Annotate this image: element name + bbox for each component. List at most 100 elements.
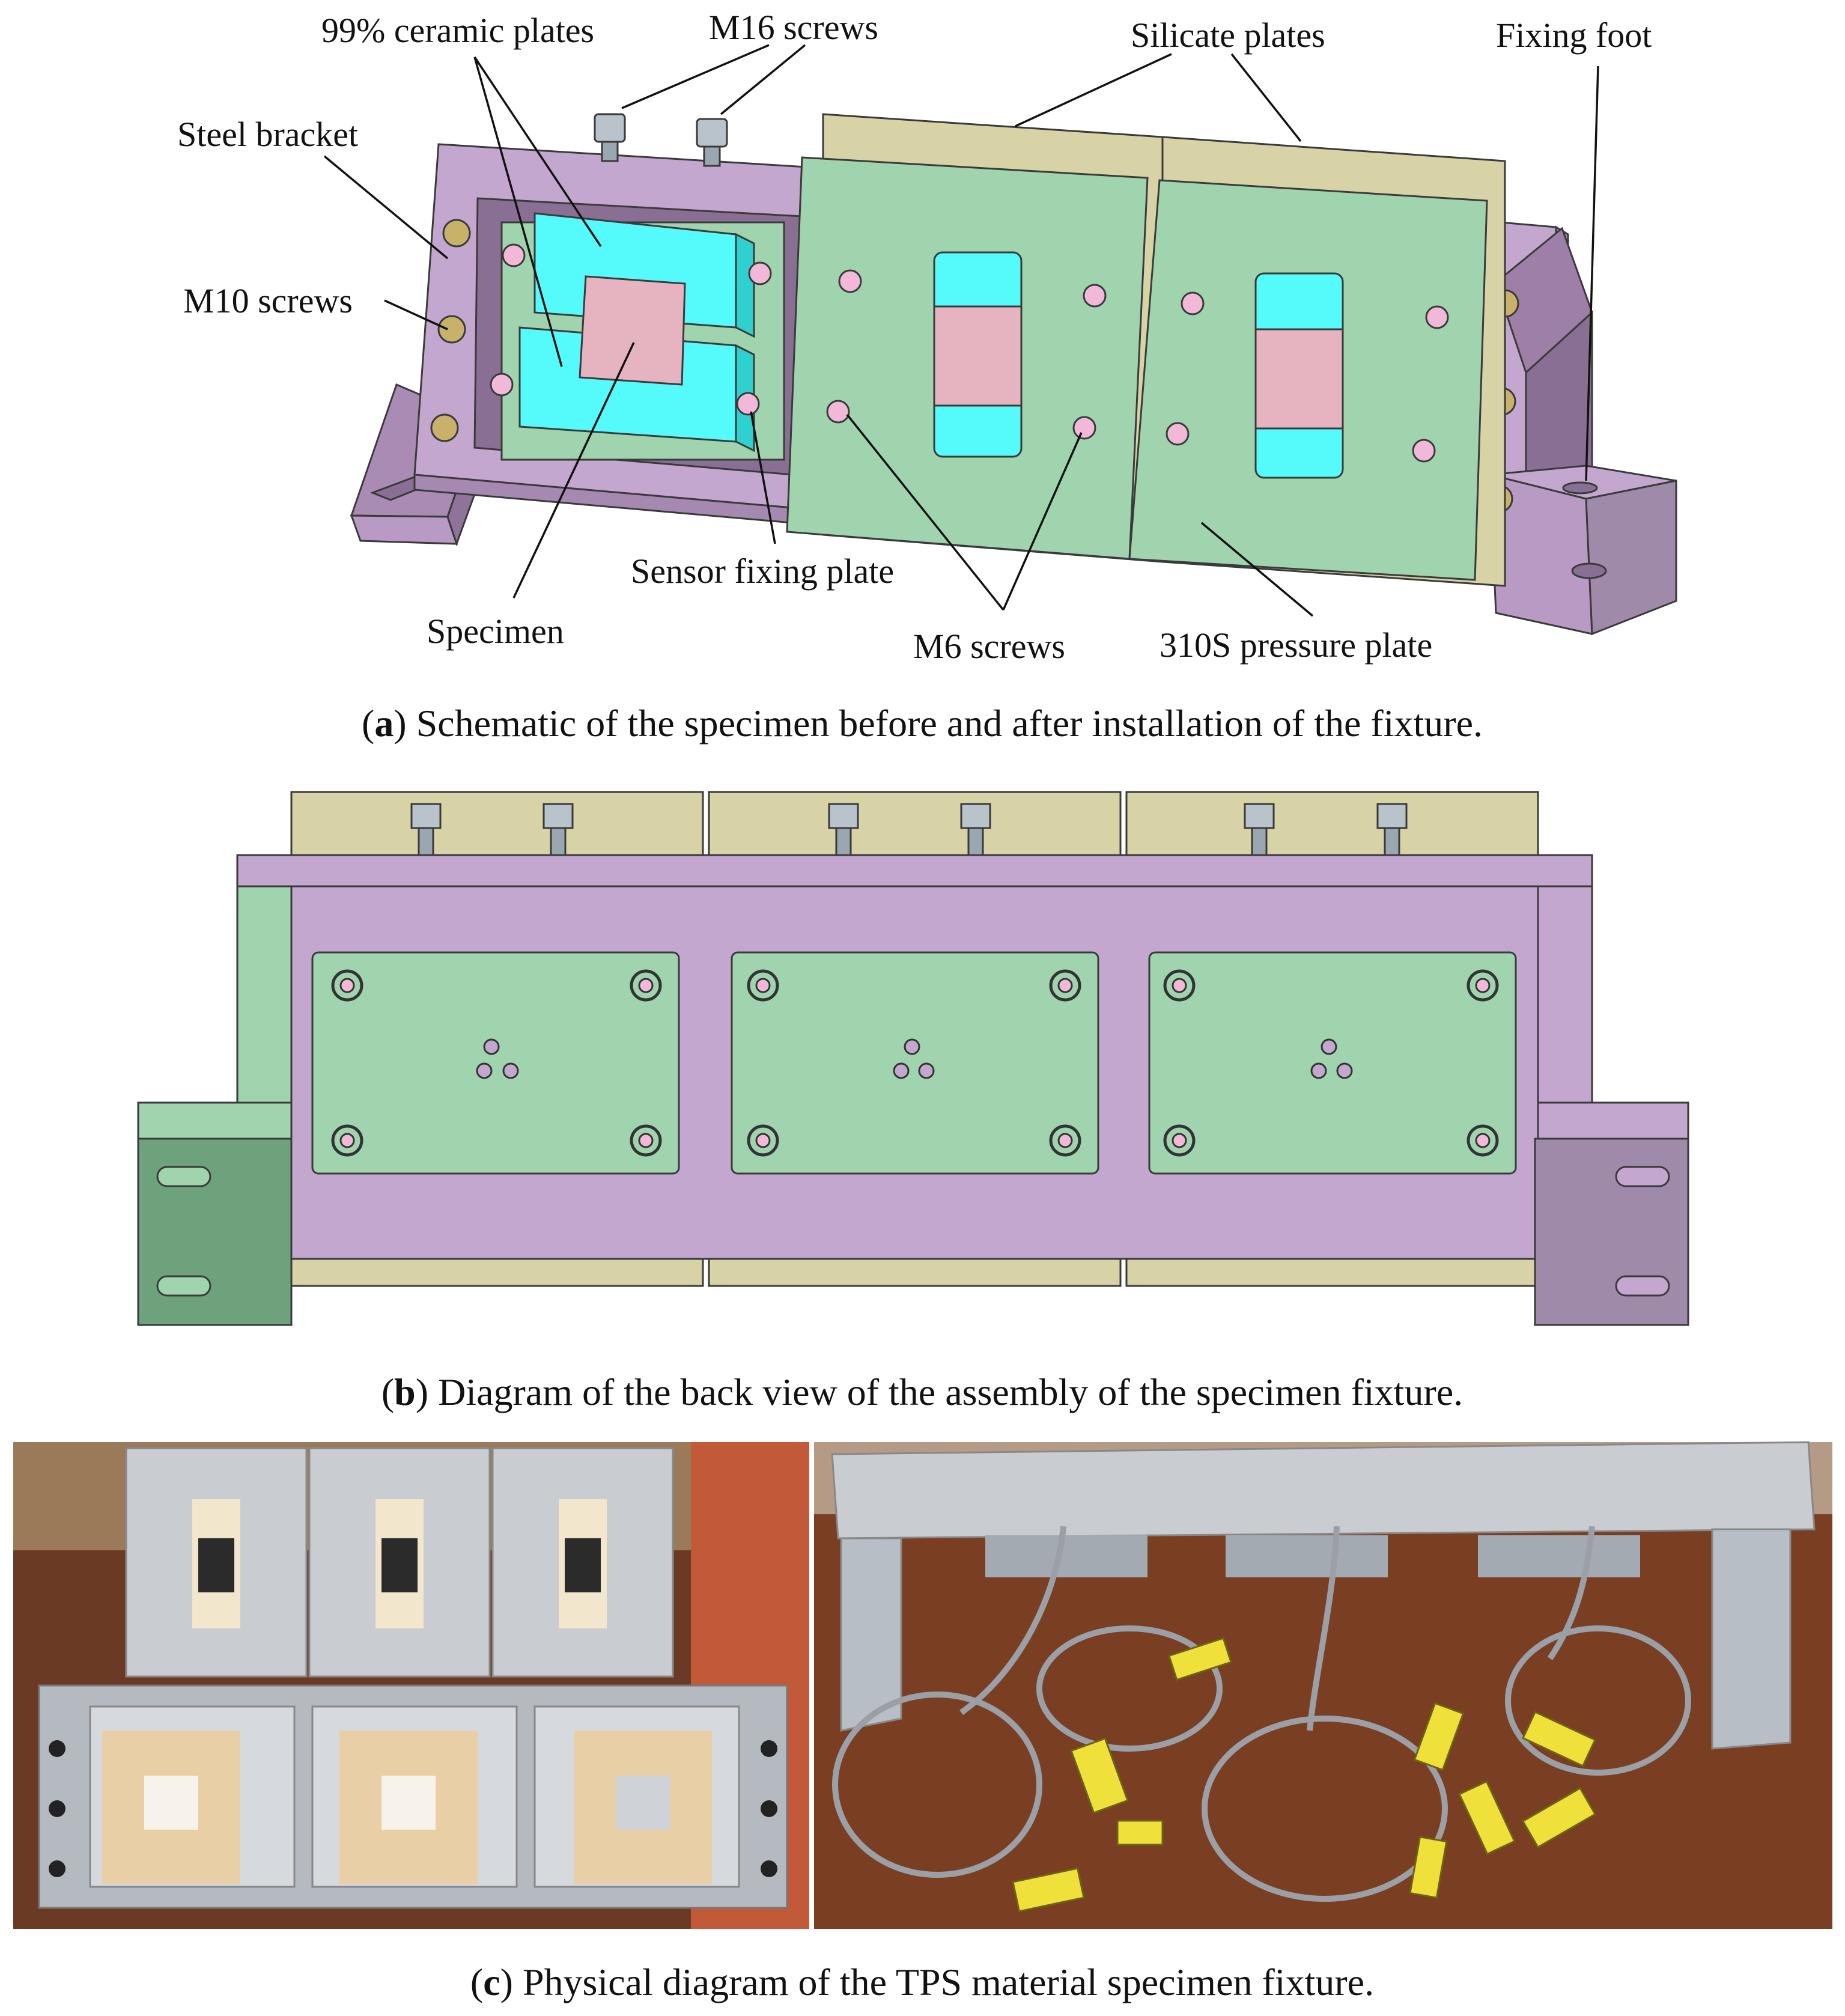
left-green-strip: [236, 885, 293, 1104]
bolt-icon: [543, 803, 574, 856]
back-plate-3: [1148, 951, 1517, 1175]
silicate-plate-strip: [708, 1258, 1122, 1287]
label-m16-screws: M16 screws: [709, 8, 878, 47]
bolt-icon: [1376, 803, 1408, 856]
panel-c: (c) Physical diagram of the TPS material…: [13, 1441, 1832, 2003]
slot-hole-icon: [1562, 481, 1598, 495]
left-foot-face: [137, 1137, 293, 1326]
screw-icon: [1467, 969, 1499, 1002]
screw-icon: [490, 373, 514, 397]
slot-hole-icon: [1615, 1166, 1670, 1187]
bolt-icon: [960, 803, 991, 856]
m6-screws: [826, 269, 1449, 463]
caption-a: (a) Schematic of the specimen before and…: [362, 702, 1483, 745]
leader-lines: [323, 44, 1599, 617]
screw-icon: [1049, 1124, 1081, 1157]
screw-icon: [1163, 1124, 1196, 1157]
thermocouple-connector-icon: [1413, 1702, 1465, 1771]
screw-icon: [1425, 305, 1449, 329]
bolt-icon: [601, 141, 619, 162]
silicate-plate-strip: [290, 791, 704, 856]
screw-icon: [747, 1124, 779, 1157]
panel-b: (b) Diagram of the back view of the asse…: [137, 791, 1689, 1413]
screw-icon: [736, 392, 760, 416]
silicate-plate-strip: [290, 1258, 704, 1287]
label-fixing-foot: Fixing foot: [1496, 16, 1652, 55]
bolt-icon: [696, 118, 728, 148]
screw-icon: [630, 969, 662, 1002]
slot-hole-icon: [1615, 1275, 1670, 1297]
thermocouple-connector-icon: [1116, 1820, 1164, 1846]
screw-icon: [630, 1124, 662, 1157]
right-foot-face: [1534, 1137, 1689, 1326]
screw-icon: [502, 243, 526, 267]
thermocouple-connector-icon: [1167, 1637, 1233, 1681]
label-silicate-plates: Silicate plates: [1131, 16, 1325, 55]
back-plate-screws: [331, 969, 1499, 1157]
slot-hole-icon: [156, 1166, 211, 1187]
specimen: [1254, 328, 1344, 430]
screw-icon: [331, 1124, 363, 1157]
thermocouple-connector-icon: [1522, 1711, 1596, 1767]
screw-icon: [1163, 969, 1196, 1002]
label-m10-screws: M10 screws: [183, 281, 353, 320]
photo-left: [13, 1442, 809, 1929]
m16-screws: [594, 113, 728, 167]
screw-icon: [437, 315, 466, 344]
top-bolts: [410, 803, 1408, 856]
screw-icon: [904, 1038, 920, 1055]
bolt-icon: [828, 803, 859, 856]
specimen: [933, 305, 1023, 407]
screw-icon: [1181, 291, 1205, 315]
label-ceramic-plates: 99% ceramic plates: [321, 11, 594, 50]
slot-hole-icon: [1571, 562, 1607, 579]
bolt-icon: [594, 113, 626, 143]
bolt-icon: [410, 803, 442, 856]
screw-icon: [1083, 284, 1107, 308]
caption-b: (b) Diagram of the back view of the asse…: [381, 1371, 1463, 1413]
pressure-plates: [786, 156, 1488, 581]
screw-icon: [893, 1062, 910, 1079]
screw-icon: [430, 413, 459, 442]
thermocouple-connectors: [1012, 1637, 1597, 1913]
screw-icon: [748, 261, 772, 285]
screw-icon: [747, 969, 779, 1002]
screw-icon: [918, 1062, 935, 1079]
screw-icon: [1166, 422, 1190, 446]
label-pressure-plate: 310S pressure plate: [1160, 626, 1432, 665]
label-m6-screws: M6 screws: [913, 627, 1065, 666]
photo-right: [814, 1441, 1832, 1929]
slot-hole-icon: [156, 1275, 211, 1297]
screw-icon: [838, 269, 862, 293]
silicate-plate-strip: [1125, 1258, 1539, 1287]
screw-icon: [442, 219, 471, 248]
screw-icon: [483, 1038, 500, 1055]
sensor-plate-screws: [490, 243, 772, 416]
thermocouple-connector-icon: [1012, 1867, 1085, 1913]
caption-c: (c) Physical diagram of the TPS material…: [470, 1961, 1374, 2003]
screw-icon: [502, 1062, 519, 1079]
specimen: [579, 275, 686, 386]
thermocouple-connector-icon: [1070, 1737, 1129, 1814]
silicate-plate-strip: [1125, 791, 1539, 856]
thermocouple-connector-icon: [1458, 1780, 1516, 1856]
label-steel-bracket: Steel bracket: [177, 115, 358, 154]
screw-icon: [1049, 969, 1081, 1002]
screw-icon: [1321, 1038, 1337, 1055]
screw-icon: [331, 969, 363, 1002]
sensor-screw-triads: [476, 1038, 1353, 1079]
screw-icon: [476, 1062, 493, 1079]
label-sensor-fixing-plate: Sensor fixing plate: [631, 552, 894, 591]
screw-icon: [1336, 1062, 1353, 1079]
screw-icon: [1310, 1062, 1327, 1079]
screw-icon: [1072, 416, 1096, 440]
label-specimen: Specimen: [427, 612, 564, 651]
panel-a: 99% ceramic plates M16 screws Silicate p…: [177, 8, 1677, 745]
back-plate-2: [731, 951, 1099, 1175]
thermocouple-connector-icon: [1521, 1786, 1597, 1849]
silicate-plate-strip: [708, 791, 1122, 856]
thermocouple-connector-icon: [1409, 1836, 1448, 1899]
bolt-icon: [1244, 803, 1275, 856]
back-plate-1: [311, 951, 680, 1175]
